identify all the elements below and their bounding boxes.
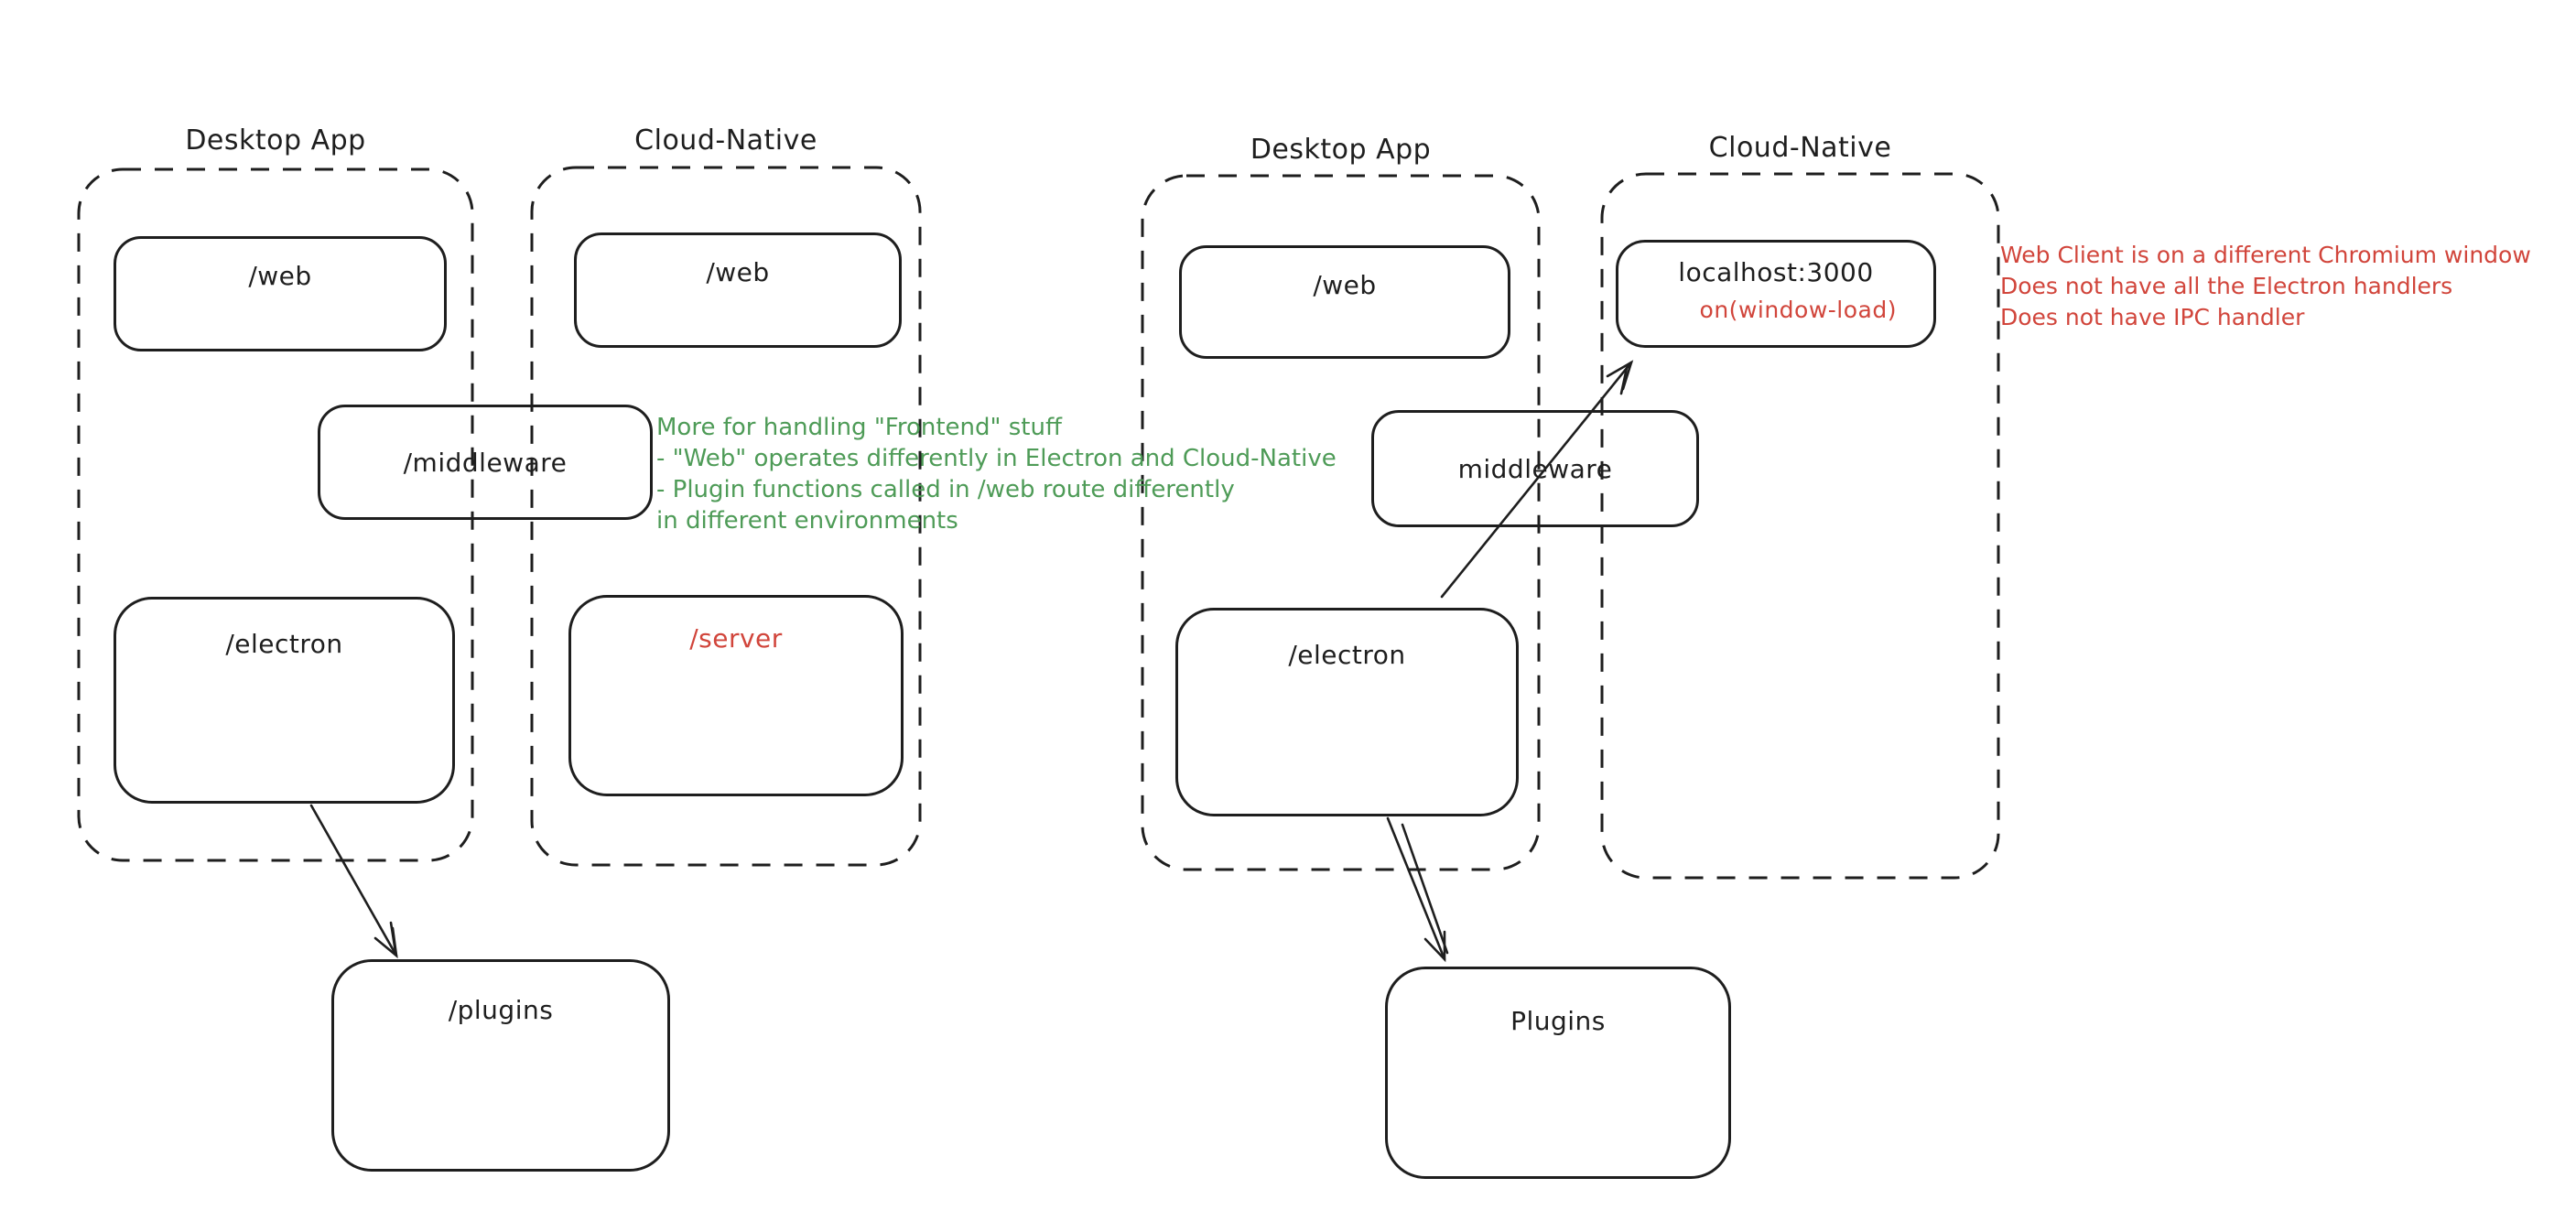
node-plugins-left: /plugins: [331, 959, 670, 1172]
node-server-left: /server: [568, 595, 904, 796]
node-middleware-left: /middleware: [318, 405, 653, 520]
node-localhost-3000: localhost:3000 on(window-load): [1616, 240, 1936, 348]
arrow-electron-to-localhost-right: [1440, 360, 1634, 599]
arrow-electron-to-plugins-left: [309, 804, 398, 959]
arrow-electron-to-plugins-right: [1386, 816, 1449, 963]
annotation-web-client-note: Web Client is on a different Chromium wi…: [2000, 240, 2531, 333]
annotation-frontend-note: More for handling "Frontend" stuff - "We…: [656, 412, 1337, 536]
node-electron-left: /electron: [114, 597, 455, 804]
annotation-line: Does not have all the Electron handlers: [2000, 273, 2453, 299]
group-label-cloud-native-left: Cloud-Native: [634, 124, 817, 157]
container-desktop-app-left: [77, 168, 474, 862]
node-electron-right: /electron: [1175, 608, 1519, 816]
annotation-line: - "Web" operates differently in Electron…: [656, 445, 1337, 472]
on-window-load-label: on(window-load): [1699, 297, 1897, 323]
container-desktop-app-right: [1141, 174, 1541, 871]
node-middleware-right: middleware: [1371, 410, 1699, 527]
annotation-line: Web Client is on a different Chromium wi…: [2000, 242, 2531, 268]
node-web-right: /web: [1179, 245, 1510, 359]
node-web-cloud-left: /web: [574, 232, 902, 348]
node-web-desktop-left: /web: [114, 236, 447, 351]
node-plugins-right: Plugins: [1385, 967, 1731, 1179]
container-cloud-native-left: [530, 166, 922, 867]
annotation-line: Does not have IPC handler: [2000, 304, 2305, 330]
annotation-line: - Plugin functions called in /web route …: [656, 476, 1235, 503]
annotation-line: in different environments: [656, 507, 958, 535]
group-label-desktop-app-right: Desktop App: [1250, 134, 1432, 166]
group-label-cloud-native-right: Cloud-Native: [1708, 132, 1892, 164]
group-label-desktop-app-left: Desktop App: [185, 124, 366, 157]
annotation-line: More for handling "Frontend" stuff: [656, 414, 1062, 441]
localhost-label: localhost:3000: [1678, 257, 1874, 287]
